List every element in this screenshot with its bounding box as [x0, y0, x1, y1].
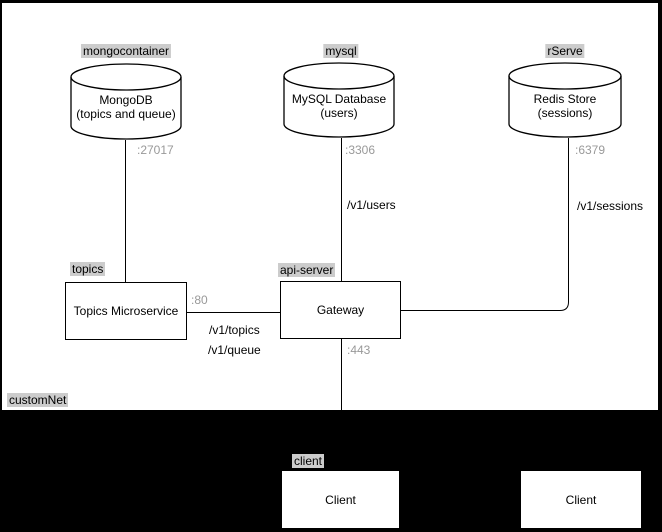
container-tag-client: client [292, 454, 325, 468]
mongodb-label: MongoDB (topics and queue) [70, 93, 182, 121]
container-tag-mysql: mysql [323, 44, 359, 58]
topics-service-port: :80 [191, 293, 208, 307]
mysql-title: MySQL Database [291, 92, 387, 106]
container-tag-mongocontainer: mongocontainer [80, 44, 172, 58]
node-mongodb: MongoDB (topics and queue) [70, 63, 182, 140]
mysql-subtitle: (users) [320, 106, 358, 120]
node-client-1: Client [281, 470, 400, 529]
route-label-sessions: /v1/sessions [577, 199, 644, 213]
node-client-2: Client [520, 470, 642, 529]
topics-microservice-title: Topics Microservice [73, 304, 179, 318]
redis-port: :6379 [575, 143, 606, 157]
container-tag-rserve: rServe [545, 44, 585, 58]
node-redis: Redis Store (sessions) [508, 62, 622, 138]
mysql-port: :3306 [345, 143, 376, 157]
route-label-users: /v1/users [347, 198, 396, 212]
redis-title: Redis Store [533, 92, 597, 106]
redis-label: Redis Store (sessions) [508, 92, 622, 120]
mysql-label: MySQL Database (users) [283, 92, 395, 120]
node-topics-microservice: Topics Microservice [65, 282, 187, 340]
database-cylinder-icon [283, 62, 395, 138]
route-label-queue: /v1/queue [208, 343, 261, 357]
client-2-title: Client [565, 492, 597, 507]
network-tag-customnet: customNet [7, 393, 69, 407]
database-cylinder-icon [508, 62, 622, 138]
mongodb-port: :27017 [137, 143, 174, 157]
container-tag-api-server: api-server [278, 263, 336, 277]
gateway-port: :443 [347, 343, 371, 357]
node-mysql: MySQL Database (users) [283, 62, 395, 138]
container-tag-topics: topics [70, 262, 106, 276]
mongodb-title: MongoDB [99, 93, 153, 107]
node-gateway: Gateway [280, 281, 401, 339]
database-cylinder-icon [70, 63, 182, 140]
redis-subtitle: (sessions) [537, 106, 593, 120]
route-label-topics: /v1/topics [209, 323, 260, 337]
gateway-title: Gateway [316, 303, 365, 317]
mongodb-subtitle: (topics and queue) [76, 107, 176, 121]
client-1-title: Client [325, 492, 356, 507]
